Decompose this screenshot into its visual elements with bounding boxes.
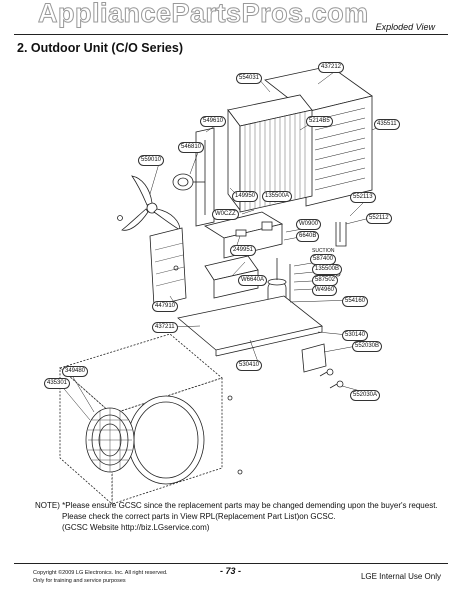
callout-6640B: 6640B [296, 231, 320, 242]
base-pan [177, 295, 323, 357]
callout-530140: 530140 [342, 330, 369, 341]
callout-135500A: 135500A [262, 191, 293, 202]
footer-rule [14, 563, 448, 564]
callout-554160: 554160 [342, 296, 369, 307]
footer-copyright: Copyright ©2009 LG Electronics. Inc. All… [33, 570, 168, 576]
condenser-coil [227, 94, 313, 213]
callout-435511: 435511 [374, 119, 400, 130]
barrier-panel [149, 227, 187, 307]
callout-W4960: W4960 [312, 285, 338, 296]
watermark: AppliancePartsPros.com [38, 0, 369, 29]
page-number: - 73 - [220, 566, 242, 576]
note-line-3: (GCSC Website http://biz.LGservice.com) [62, 523, 210, 532]
pipes [335, 222, 347, 247]
callout-249951: 249951 [230, 245, 257, 256]
fan-nut [117, 215, 123, 221]
footer-training: Only for training and service purposes [33, 578, 126, 584]
callout-552030A: 552030A [350, 390, 381, 401]
header-rule [14, 34, 448, 35]
callout-W6640A: W6640A [238, 275, 268, 286]
front-panel [59, 333, 223, 505]
suction-label: SUCTION [312, 248, 335, 254]
callout-549610: 549610 [200, 116, 227, 127]
fan-guard [85, 407, 135, 473]
note-line-2: Please check the correct parts in View R… [62, 512, 336, 521]
callout-437211: 437211 [152, 322, 178, 333]
callout-559010: 559010 [138, 155, 165, 166]
callout-546810: 546810 [178, 142, 205, 153]
service-valves [301, 343, 344, 389]
page-title: 2. Outdoor Unit (C/O Series) [17, 41, 183, 55]
callout-552113: 552113 [350, 192, 376, 203]
callout-435301: 435301 [44, 378, 71, 389]
fan-motor [172, 173, 205, 191]
note-line-1: NOTE) *Please ensure GCSC since the repl… [35, 501, 438, 510]
callout-554031: 554031 [236, 73, 263, 84]
callout-530410: 530410 [236, 360, 263, 371]
callout-552030B: 552030B [352, 341, 383, 352]
callout-447910: 447910 [152, 301, 179, 312]
callout-135500B: 135500B [312, 264, 343, 275]
footer-internal: LGE Internal Use Only [360, 572, 441, 581]
callout-W0CZZ: W0CZZ [212, 209, 239, 220]
callout-W0900: W0900 [296, 219, 322, 230]
propeller-fan [121, 175, 181, 231]
callout-552112: 552112 [366, 213, 392, 224]
callout-149950: 149950 [232, 191, 259, 202]
section-header: Exploded View [375, 22, 435, 32]
callout-5214B5: 5214B5 [306, 116, 333, 127]
callout-349480: 349480 [62, 366, 89, 377]
callout-437212: 437212 [318, 62, 345, 73]
